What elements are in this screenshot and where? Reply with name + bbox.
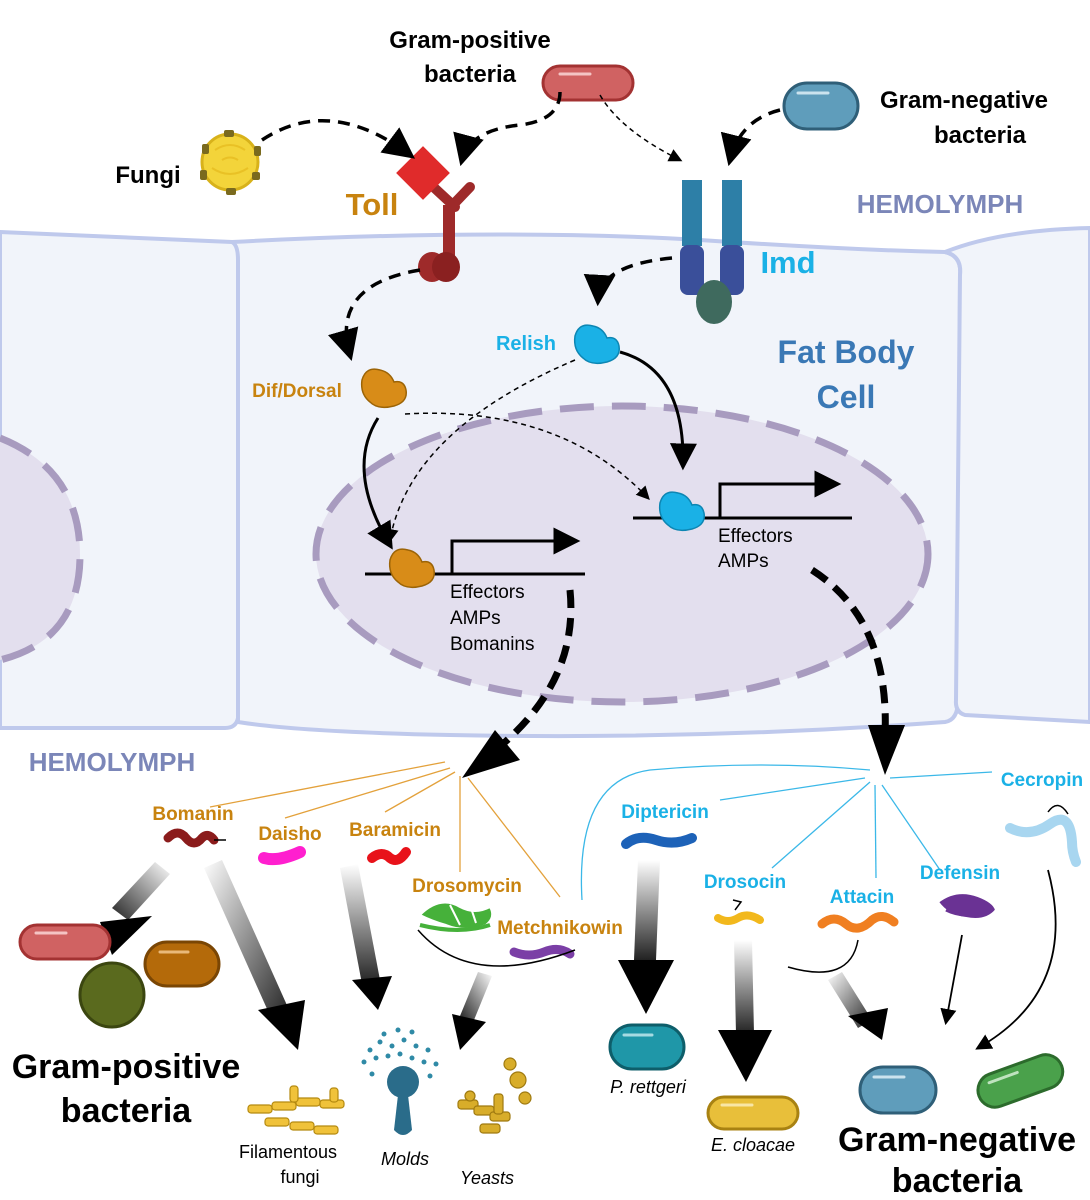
e-cloacae-bacterium-icon	[706, 1095, 800, 1131]
yeasts-icon	[457, 1057, 532, 1134]
relish-label: Relish	[496, 333, 556, 355]
fat-body-cell-label-2: Cell	[817, 379, 876, 415]
imd-targets-effectors: Effectors	[718, 526, 793, 547]
toll-targets-effectors: Effectors	[450, 582, 525, 603]
attacin-icon	[817, 912, 899, 933]
gram-negative-bacteria-bottom-icons	[858, 1053, 1065, 1115]
p-rettgeri-bacterium-icon	[608, 1023, 686, 1071]
effector-baramicin: Baramicin	[349, 820, 441, 841]
diptericin-icon	[621, 832, 697, 849]
cecropin-icon	[1005, 804, 1081, 867]
effector-metchnikowin: Metchnikowin	[497, 918, 623, 939]
signaling-arrows	[261, 91, 781, 550]
action-arrows	[100, 860, 888, 1082]
gram-negative-top-label-2: bacteria	[934, 122, 1027, 149]
export-arrows	[462, 567, 905, 778]
imd-targets-amps: AMPs	[718, 551, 769, 572]
drosomycin-icon	[418, 901, 494, 932]
imd-fan-lines	[580, 764, 993, 901]
hemolymph-left-label: HEMOLYMPH	[29, 747, 196, 777]
effector-defensin: Defensin	[920, 863, 1000, 884]
effector-diptericin: Diptericin	[621, 802, 709, 823]
toll-fan-lines	[209, 761, 561, 898]
cell-right	[938, 225, 1090, 725]
imd-receptor-icon	[680, 180, 744, 324]
molds-icon	[361, 1027, 439, 1135]
gram-positive-top-label: Gram-positive	[389, 27, 550, 54]
gram-negative-bottom-label-2: bacteria	[892, 1162, 1023, 1200]
effector-drosocin: Drosocin	[704, 872, 786, 893]
dif-dorsal-protein-icon	[360, 368, 407, 409]
baramicin-icon	[367, 847, 411, 865]
dif-dorsal-label: Dif/Dorsal	[252, 381, 342, 402]
toll-receptor-icon	[396, 146, 475, 282]
drosomycin-bracket	[417, 929, 576, 967]
gram-positive-bottom-label-2: bacteria	[61, 1092, 192, 1130]
drosocin-icon	[714, 899, 764, 925]
yeasts-label: Yeasts	[460, 1168, 514, 1188]
toll-targets-amps: AMPs	[450, 608, 501, 629]
relish-protein-icon	[573, 324, 620, 365]
hemolymph-top-label: HEMOLYMPH	[857, 189, 1024, 219]
attacin-bracket	[787, 939, 859, 973]
fat-body-tissue	[0, 225, 1090, 739]
e-cloacae-label: E. cloacae	[711, 1135, 795, 1155]
defensin-icon	[936, 892, 998, 920]
effector-cecropin: Cecropin	[1001, 770, 1083, 791]
bomanin-icon	[163, 828, 226, 848]
thin-arrows	[940, 869, 1057, 1050]
nucleus-left	[0, 434, 84, 664]
effector-bomanin: Bomanin	[152, 804, 233, 825]
molds-label: Molds	[381, 1149, 429, 1169]
gram-negative-top-label: Gram-negative	[880, 87, 1048, 114]
filamentous-fungi-label: Filamentous	[239, 1142, 337, 1162]
fungi-label: Fungi	[115, 162, 180, 189]
effector-attacin: Attacin	[830, 887, 894, 908]
effector-drosomycin: Drosomycin	[412, 876, 522, 897]
fat-body-cell-label: Fat Body	[778, 334, 915, 370]
gram-positive-top-label-2: bacteria	[424, 61, 517, 88]
p-rettgeri-label: P. rettgeri	[610, 1077, 687, 1097]
metchnikowin-icon	[509, 944, 575, 960]
toll-targets-bomanins: Bomanins	[450, 634, 535, 655]
effector-daisho: Daisho	[258, 824, 321, 845]
fungi-spore-icon	[200, 130, 261, 195]
filamentous-fungi-label-2: fungi	[280, 1167, 319, 1187]
daisho-icon	[258, 846, 306, 866]
gram-positive-bacteria-bottom-icons	[18, 923, 221, 1029]
dif-bound-icon	[388, 548, 435, 589]
toll-label: Toll	[346, 187, 399, 222]
imd-label: Imd	[760, 245, 815, 280]
gram-negative-bottom-label: Gram-negative	[838, 1121, 1076, 1159]
filamentous-fungi-icon	[247, 1085, 345, 1135]
nucleus-main	[312, 402, 932, 706]
gram-negative-bacterium-top-icon	[782, 81, 860, 131]
relish-bound-icon	[658, 491, 705, 532]
gram-positive-bottom-label: Gram-positive	[12, 1048, 241, 1086]
gram-positive-bacterium-top-icon	[541, 64, 635, 102]
